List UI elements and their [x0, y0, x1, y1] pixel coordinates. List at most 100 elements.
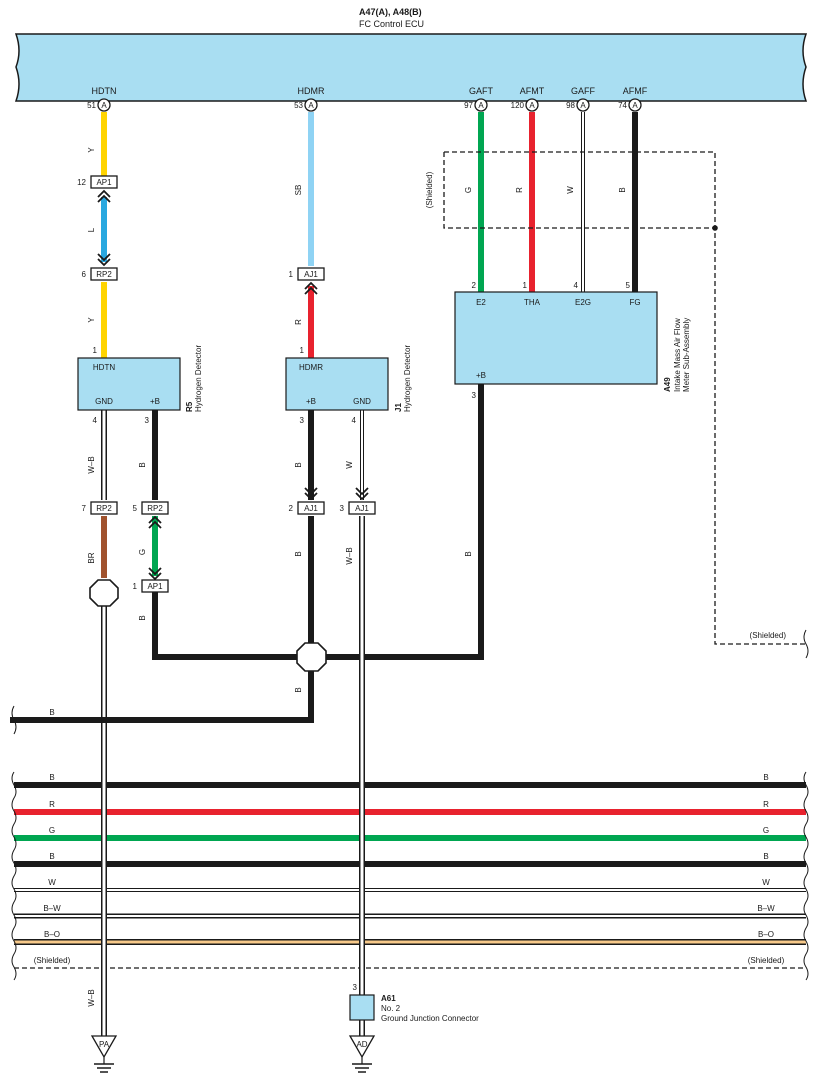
bus-labels: B B R R G G B B W W B–W B–W B–O B–O (Shi… [34, 773, 785, 965]
wire-label-hdmr-sb: SB [294, 185, 303, 196]
connector-ap1-bot: AP1 1 [133, 567, 169, 593]
wire-label-afmf-b: B [618, 187, 627, 192]
r5-left-pin: GND [95, 397, 113, 406]
bus-label-left-bo: B–O [44, 930, 60, 939]
a49-num-5: 5 [626, 281, 631, 290]
chevron-down-icon [304, 487, 318, 501]
connector-ap1-top-pin: 12 [77, 178, 86, 187]
a49-pin-fg: FG [629, 298, 640, 307]
ground-pa: PA [90, 1035, 118, 1073]
wave-right-shielded [803, 629, 809, 659]
r5-left-num: 4 [93, 416, 98, 425]
bus-label-right-b2: B [763, 852, 768, 861]
wave-left-bus [11, 771, 17, 981]
ecu-pin-num-74: 74 [618, 101, 627, 110]
bus-label-right-g: G [763, 826, 769, 835]
chevron-up-icon [97, 189, 111, 203]
ecu-pin-conn-74: A [632, 101, 638, 110]
connector-aj1-gnd-pin: 3 [340, 504, 345, 513]
wire-junction-to-left-b [10, 671, 314, 723]
wave-right-bus [803, 771, 809, 981]
a61-code: A61 [381, 994, 396, 1003]
ecu-pin-97: A 97 [464, 98, 488, 112]
ecu-pin-num-53: 53 [294, 101, 303, 110]
component-a49: E2 THA E2G FG 2 1 4 5 +B 3 A49 Intake Ma… [454, 281, 691, 400]
wire-label-r5-br: BR [87, 552, 96, 563]
ecu-pin-conn-53: A [308, 101, 314, 110]
wire-label-j1-wb: W–B [345, 547, 354, 564]
ecu-body [14, 33, 808, 102]
ecu-pin-conn-51: A [101, 101, 107, 110]
bus-label-right-bo: B–O [758, 930, 774, 939]
ecu-pin-num-97: 97 [464, 101, 473, 110]
a49-pin-e2: E2 [476, 298, 486, 307]
wire-label-j1-b: B [294, 462, 303, 467]
a61-pin: 3 [353, 983, 358, 992]
wave-left-b [11, 705, 17, 735]
splice-junction-main [296, 642, 327, 672]
a49-num-2: 2 [472, 281, 477, 290]
wire-label-gaft-g: G [464, 187, 473, 193]
a49-code: A49 [663, 377, 672, 392]
j1-right-num: 4 [352, 416, 357, 425]
wire-label-hdmr-r: R [294, 319, 303, 325]
ground-triangle-icon [348, 1035, 376, 1059]
a49-bplus-label: +B [476, 371, 486, 380]
r5-top-pin: HDTN [93, 363, 115, 372]
ecu-pin-num-120: 120 [511, 101, 525, 110]
bus-label-left-g: G [49, 826, 55, 835]
chevron-up-icon [148, 515, 162, 529]
splice-junction-r5 [89, 579, 119, 607]
wire-label-gaff-w: W [566, 186, 575, 194]
ecu-pin-label-afmt: AFMT [520, 86, 545, 96]
a49-bplus-num: 3 [472, 391, 477, 400]
ground-ad-label: AD [356, 1040, 367, 1049]
ecu-pin-74: A 74 [618, 98, 642, 112]
a49-name-line2: Meter Sub-Assembly [682, 318, 691, 392]
bus-label-right-w: W [762, 878, 770, 887]
connector-rp2-b: RP2 5 [133, 501, 169, 529]
wire-label-j1-w: W [345, 461, 354, 469]
ground-ad: AD [348, 1035, 376, 1073]
bus-label-right-shielded: (Shielded) [748, 956, 785, 965]
component-a61: 3 A61 No. 2 Ground Junction Connector [349, 983, 479, 1023]
a49-num-1: 1 [523, 281, 528, 290]
connector-ap1-bot-pin: 1 [133, 582, 138, 591]
ecu-pin-label-afmf: AFMF [623, 86, 648, 96]
wire-label-a49-b: B [464, 551, 473, 556]
connector-aj1-gnd-name: AJ1 [355, 504, 369, 513]
j1-right-pin: GND [353, 397, 371, 406]
j1-top-pin: HDMR [299, 363, 323, 372]
connector-rp2-gnd: RP2 7 [82, 501, 118, 515]
bus-label-left-b1: B [49, 773, 54, 782]
connector-ap1-top-name: AP1 [96, 178, 112, 187]
connector-aj1-gnd: AJ1 3 [340, 487, 376, 515]
shield-junction-dot [712, 225, 718, 231]
r5-name: Hydrogen Detector [194, 345, 203, 412]
ecu-pin-label-hdtn: HDTN [92, 86, 117, 96]
chevron-down-icon [148, 567, 162, 581]
ecu-pin-label-gaft: GAFT [469, 86, 494, 96]
r5-right-num: 3 [145, 416, 150, 425]
connector-ap1-top: AP1 12 [77, 175, 118, 203]
shielded-label-top: (Shielded) [425, 171, 434, 208]
chevron-up-icon [304, 281, 318, 295]
r5-right-pin: +B [150, 397, 160, 406]
a61-line1: No. 2 [381, 1004, 401, 1013]
a61-line2: Ground Junction Connector [381, 1014, 479, 1023]
bus-label-right-r: R [763, 800, 769, 809]
ecu-name: FC Control ECU [359, 19, 424, 29]
connector-aj1-b-pin: 2 [289, 504, 294, 513]
wire-label-r5-b: B [138, 462, 147, 467]
chevron-down-icon [97, 253, 111, 267]
wire-label-r5-g: G [138, 549, 147, 555]
component-r5: HDTN 1 GND +B 4 3 R5 Hydrogen Detector [77, 345, 203, 425]
connector-aj1-top-pin: 1 [289, 270, 294, 279]
connector-rp2-gnd-pin: 7 [82, 504, 87, 513]
bus-label-left-r: R [49, 800, 55, 809]
ecu-pin-num-98: 98 [566, 101, 575, 110]
shield-dashed-outline [444, 151, 806, 645]
bus-label-left-shielded: (Shielded) [34, 956, 71, 965]
j1-left-num: 3 [300, 416, 305, 425]
